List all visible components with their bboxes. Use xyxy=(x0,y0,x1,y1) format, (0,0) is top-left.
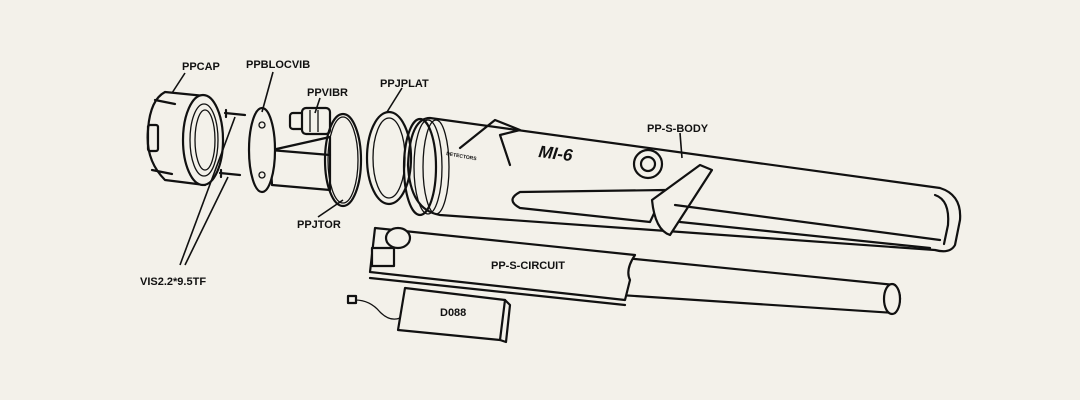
body-part: MI-6 DETECTORS xyxy=(402,116,962,253)
circuit-part xyxy=(368,226,902,316)
label-battery: D088 xyxy=(440,307,466,319)
label-body: PP-S-BODY xyxy=(647,123,709,135)
battery-part xyxy=(346,286,512,344)
label-vibrator: PPVIBR xyxy=(307,87,348,99)
label-vib-block: PPBLOCVIB xyxy=(246,59,310,71)
vib-block-part xyxy=(247,106,332,194)
label-circuit: PP-S-CIRCUIT xyxy=(491,260,565,272)
cap-part xyxy=(146,90,225,187)
label-o-ring: PPJTOR xyxy=(297,219,341,231)
brand-marking: DETECTORS xyxy=(446,151,478,162)
flat-seal-part xyxy=(365,110,413,206)
screws-part xyxy=(218,108,247,179)
leader-lines xyxy=(171,71,683,266)
label-screws: VIS2.2*9.5TF xyxy=(140,276,206,288)
model-marking: MI-6 xyxy=(538,142,575,165)
o-ring-part xyxy=(323,112,363,208)
label-cap: PPCAP xyxy=(182,61,220,73)
vibrator-part xyxy=(288,106,332,136)
label-flat-seal: PPJPLAT xyxy=(380,78,429,90)
